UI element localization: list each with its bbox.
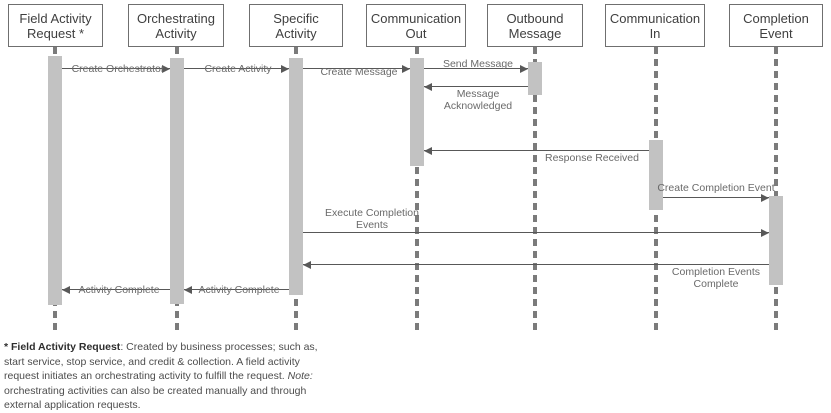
arrow-head-activity-complete-to-request [62, 285, 70, 294]
activation-specific-activity [289, 58, 303, 295]
message-line-response-received [424, 150, 649, 151]
lane-header-label2-specific-activity: Activity [275, 25, 317, 41]
message-line-create-orchestrator [62, 68, 170, 69]
lane-header-label2-completion-event: Event [759, 25, 793, 41]
arrow-head-create-orchestrator [162, 64, 170, 73]
arrow-head-create-message [402, 64, 410, 73]
activation-communication-in [649, 140, 663, 210]
arrow-head-message-acknowledged [424, 82, 432, 91]
arrow-head-send-message [520, 64, 528, 73]
message-label-response-received: Response Received [545, 152, 639, 164]
lane-header-label2-outbound-message: Message [508, 25, 562, 41]
message-label-execute-completion-events: Execute Completion Events [325, 207, 419, 231]
lane-header-label-completion-event: Completion [743, 10, 809, 26]
lane-header-label-specific-activity: Specific [273, 10, 319, 26]
message-label-activity-complete-to-orchestrating: Activity Complete [198, 284, 280, 296]
message-label-send-message: Send Message [442, 58, 514, 70]
footnote-marker-label: * Field Activity Request [4, 341, 120, 353]
activation-communication-out [410, 58, 424, 166]
message-line-send-message [424, 68, 528, 69]
lane-header-label2-field-activity-request: Request * [26, 25, 85, 41]
arrow-head-create-completion-event [761, 193, 769, 202]
message-line-completion-events-complete [303, 264, 769, 265]
message-label-create-completion-event: Create Completion Event [657, 182, 775, 194]
footnote-note-label: Note: [287, 370, 313, 382]
message-line-create-activity [184, 68, 289, 69]
arrow-head-activity-complete-to-orchestrating [184, 285, 192, 294]
arrow-head-execute-completion-events [761, 228, 769, 237]
lane-header-label2-orchestrating-activity: Activity [155, 25, 197, 41]
footnote-bold-term: * Field Activity Request [4, 341, 121, 353]
message-line-create-completion-event [663, 197, 769, 198]
arrow-head-completion-events-complete [303, 260, 311, 269]
message-line-activity-complete-to-orchestrating [184, 289, 289, 290]
arrow-head-create-activity [281, 64, 289, 73]
message-label-create-activity: Create Activity [204, 63, 272, 75]
lane-header-label-communication-out: Communication [370, 10, 462, 26]
lifeline-outbound-message [533, 47, 537, 330]
footnote-sentence-2: orchestrating activities can also be cre… [4, 384, 307, 412]
activation-outbound-message [528, 62, 542, 95]
lifeline-communication-out [415, 47, 419, 330]
lane-header-label-field-activity-request: Field Activity [19, 10, 92, 26]
lane-header-label2-communication-in: In [649, 25, 661, 41]
message-line-create-message [303, 68, 410, 69]
message-label-completion-events-complete: Completion Events Complete [671, 266, 761, 290]
activation-orchestrating-activity [170, 58, 184, 304]
message-label-create-orchestrator: Create Orchestrator [71, 63, 165, 75]
message-label-create-message: Create Message [320, 66, 398, 78]
message-label-activity-complete-to-request: Activity Complete [78, 284, 160, 296]
message-label-message-acknowledged: Message Acknowledged [443, 88, 513, 112]
lifeline-completion-event [774, 47, 778, 330]
lane-header-label-communication-in: Communication [609, 10, 701, 26]
lane-header-label-outbound-message: Outbound [506, 10, 564, 26]
activation-completion-event [769, 196, 783, 285]
message-line-message-acknowledged [424, 86, 528, 87]
message-line-activity-complete-to-request [62, 289, 170, 290]
footnote-sentence-1: : Created by business processes; such as… [4, 341, 318, 382]
arrow-head-response-received [424, 146, 432, 155]
lane-header-label2-communication-out: Out [405, 25, 427, 41]
activation-field-activity-request [48, 56, 62, 305]
message-line-execute-completion-events [303, 232, 769, 233]
lane-header-label-orchestrating-activity: Orchestrating [136, 10, 216, 26]
footnote: * Field Activity Request: Created by bus… [4, 340, 334, 413]
